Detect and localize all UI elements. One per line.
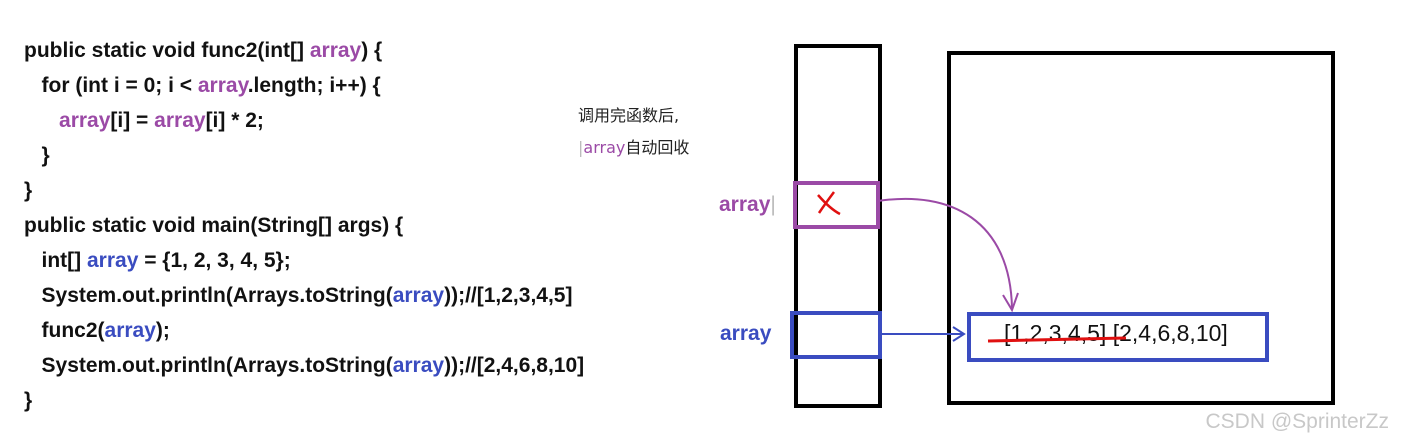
code-variable: array bbox=[104, 319, 156, 342]
code-line: func2(array); bbox=[24, 313, 584, 348]
code-token: [i] * 2; bbox=[205, 109, 264, 132]
code-line: } bbox=[24, 173, 584, 208]
code-token: public static void main(String[] args) { bbox=[24, 214, 404, 237]
watermark: CSDN @SprinterZz bbox=[1205, 410, 1389, 433]
code-line: System.out.println(Arrays.toString(array… bbox=[24, 348, 585, 383]
code-line: array[i] = array[i] * 2; bbox=[24, 103, 584, 138]
code-token: } bbox=[24, 389, 33, 412]
code-variable: array bbox=[309, 39, 362, 62]
code-token: [i] = bbox=[110, 109, 155, 132]
heap-array-object bbox=[967, 312, 1269, 362]
code-line: public static void func2(int[] array) { bbox=[24, 33, 584, 68]
code-token: for (int i = 0; i < bbox=[24, 74, 198, 97]
code-token: ); bbox=[155, 319, 170, 342]
code-token: System.out.println(Arrays.toString( bbox=[24, 284, 393, 307]
code-token: func2( bbox=[24, 319, 105, 342]
code-line: } bbox=[24, 138, 584, 173]
func2-array-ref-cell bbox=[793, 181, 880, 229]
code-token: public static void func2(int[] bbox=[24, 39, 310, 62]
code-token: .length; i++) { bbox=[247, 74, 381, 97]
code-token: } bbox=[24, 144, 50, 167]
heap-array-values: [1,2,3,4,5] [2,4,6,8,10] bbox=[1004, 320, 1228, 347]
gc-note-line2: |array自动回收 bbox=[578, 138, 690, 157]
gc-note-rest: 自动回收 bbox=[625, 138, 690, 157]
code-token: ));//[1,2,3,4,5] bbox=[444, 284, 573, 307]
code-token: ) { bbox=[361, 39, 383, 62]
code-variable: array bbox=[154, 109, 206, 132]
code-line: for (int i = 0; i < array.length; i++) { bbox=[24, 68, 584, 103]
code-token: int[] bbox=[24, 249, 87, 272]
code-line: } bbox=[24, 383, 584, 418]
code-token: System.out.println(Arrays.toString( bbox=[24, 354, 393, 377]
func2-reference-arrow bbox=[877, 197, 1013, 309]
new-array-values: [2,4,6,8,10] bbox=[1106, 320, 1228, 346]
strikethrough-line bbox=[987, 336, 1127, 343]
gc-note-line1: 调用完函数后, bbox=[578, 106, 680, 125]
code-line: System.out.println(Arrays.toString(array… bbox=[24, 278, 584, 313]
code-block: public static void func2(int[] array) { … bbox=[24, 33, 584, 418]
func2-arrowhead bbox=[1002, 292, 1019, 313]
main-arrowhead bbox=[952, 326, 966, 342]
gc-note-var: array bbox=[583, 138, 626, 157]
code-token: = {1, 2, 3, 4, 5}; bbox=[138, 249, 291, 272]
code-variable: array bbox=[392, 284, 445, 307]
code-token: ));//[2,4,6,8,10] bbox=[444, 354, 585, 377]
code-variable: array bbox=[392, 354, 445, 377]
code-token: } bbox=[24, 179, 33, 202]
code-line: int[] array = {1, 2, 3, 4, 5}; bbox=[24, 243, 584, 278]
heap-area bbox=[947, 51, 1335, 405]
code-line: public static void main(String[] args) { bbox=[24, 208, 584, 243]
code-variable: array bbox=[86, 249, 139, 272]
code-variable: array bbox=[59, 109, 111, 132]
func2-array-label: array| bbox=[719, 193, 776, 216]
cross-mark-icon bbox=[817, 191, 841, 216]
code-variable: array bbox=[197, 74, 248, 97]
main-array-label: array bbox=[720, 322, 772, 345]
